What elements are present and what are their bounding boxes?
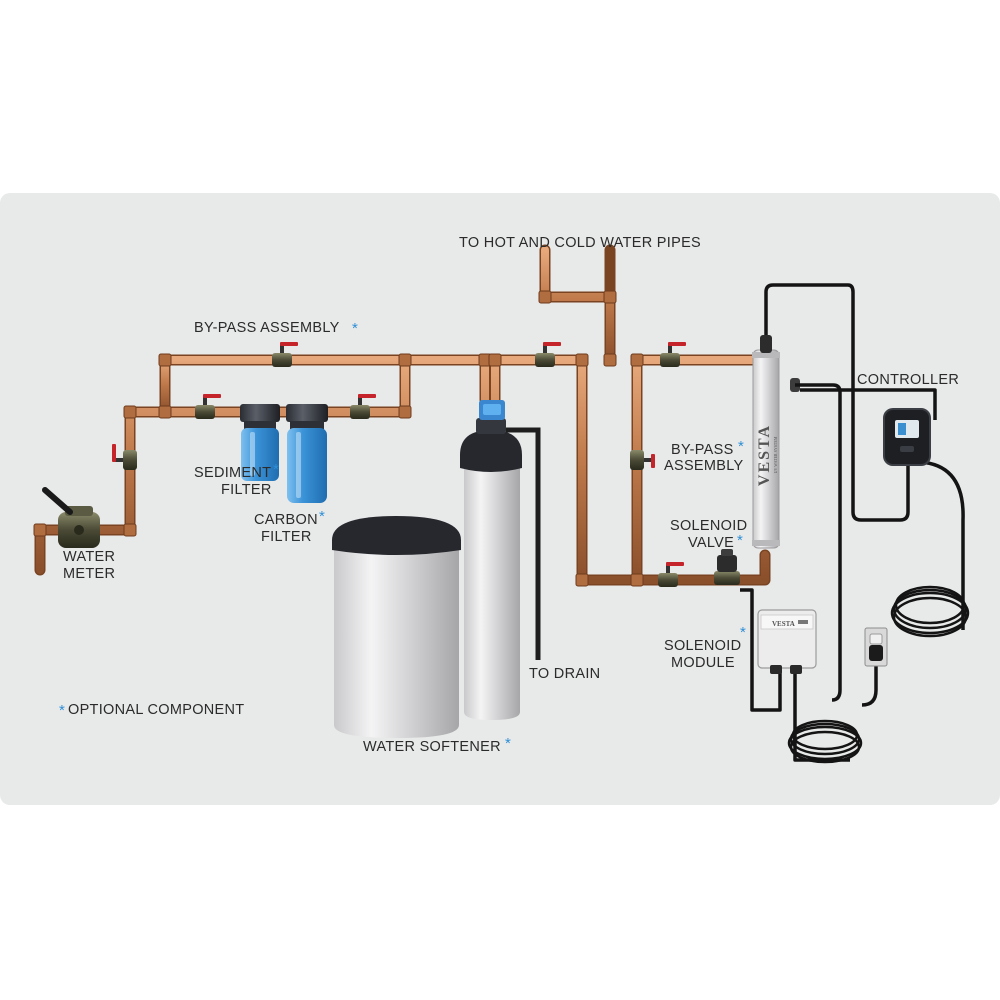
label-optional-component: OPTIONAL COMPONENT — [68, 702, 244, 718]
label-to-drain: TO DRAIN — [529, 666, 600, 682]
solenoid-module: VESTA — [757, 609, 817, 674]
controller — [883, 408, 931, 466]
filter-outlet-valve — [350, 394, 376, 419]
mineral-tank — [460, 400, 522, 720]
module-brand-name: VESTA — [772, 620, 795, 628]
bypass-valve-top — [272, 342, 298, 367]
asterisk-water-softener: * — [505, 735, 511, 752]
uv-inlet-valve — [658, 562, 684, 587]
label-bypass-right-1: BY-PASS — [671, 442, 734, 458]
cable-coil-right — [890, 585, 970, 638]
solenoid-valve — [714, 549, 740, 585]
label-sediment-1: SEDIMENT — [194, 465, 271, 481]
label-water-meter-2: METER — [63, 566, 115, 582]
electrical-cables — [740, 283, 965, 762]
asterisk-optional: * — [59, 702, 65, 719]
valves — [112, 342, 740, 587]
copper-piping — [33, 244, 771, 587]
asterisk-carbon: * — [319, 508, 325, 525]
asterisk-bypass-right: * — [738, 438, 744, 455]
label-solenoid-module-1: SOLENOID — [664, 638, 741, 654]
diagram-labels: TO HOT AND COLD WATER PIPES BY-PASS ASSE… — [59, 235, 959, 755]
asterisk-solenoid-module: * — [740, 624, 746, 641]
sediment-filter — [240, 404, 280, 481]
softener-outlet-valve — [535, 342, 561, 367]
label-solenoid-valve-1: SOLENOID — [670, 518, 747, 534]
carbon-filter — [286, 404, 328, 503]
filter-inlet-valve — [195, 394, 221, 419]
label-sediment-2: FILTER — [221, 482, 272, 498]
label-carbon-2: FILTER — [261, 529, 312, 545]
asterisk-sediment: * — [273, 461, 279, 478]
asterisk-solenoid-valve: * — [737, 532, 743, 549]
label-solenoid-module-2: MODULE — [671, 655, 735, 671]
uv-system: VESTA UV WATER SYSTEM — [752, 335, 800, 549]
label-bypass-right-2: ASSEMBLY — [664, 458, 744, 474]
uv-brand-name: VESTA — [756, 424, 773, 486]
brine-tank — [332, 516, 461, 738]
label-bypass-top: BY-PASS ASSEMBLY — [194, 320, 340, 336]
label-controller: CONTROLLER — [857, 372, 959, 388]
wall-outlet — [864, 627, 888, 667]
label-carbon-1: CARBON — [254, 512, 318, 528]
water-meter — [42, 487, 100, 548]
asterisk-bypass-top: * — [352, 320, 358, 337]
label-hot-cold-pipes: TO HOT AND COLD WATER PIPES — [459, 235, 701, 251]
cable-coil-bottom — [787, 719, 863, 764]
drain-line — [506, 427, 541, 660]
label-water-softener: WATER SOFTENER — [363, 739, 501, 755]
uv-bypass-valve — [630, 450, 655, 470]
meter-shutoff-valve — [112, 444, 137, 470]
uv-outlet-valve — [660, 342, 686, 367]
label-water-meter-1: WATER — [63, 549, 115, 565]
uv-brand-sub: UV WATER SYSTEM — [773, 436, 778, 473]
label-solenoid-valve-2: VALVE — [688, 535, 734, 551]
